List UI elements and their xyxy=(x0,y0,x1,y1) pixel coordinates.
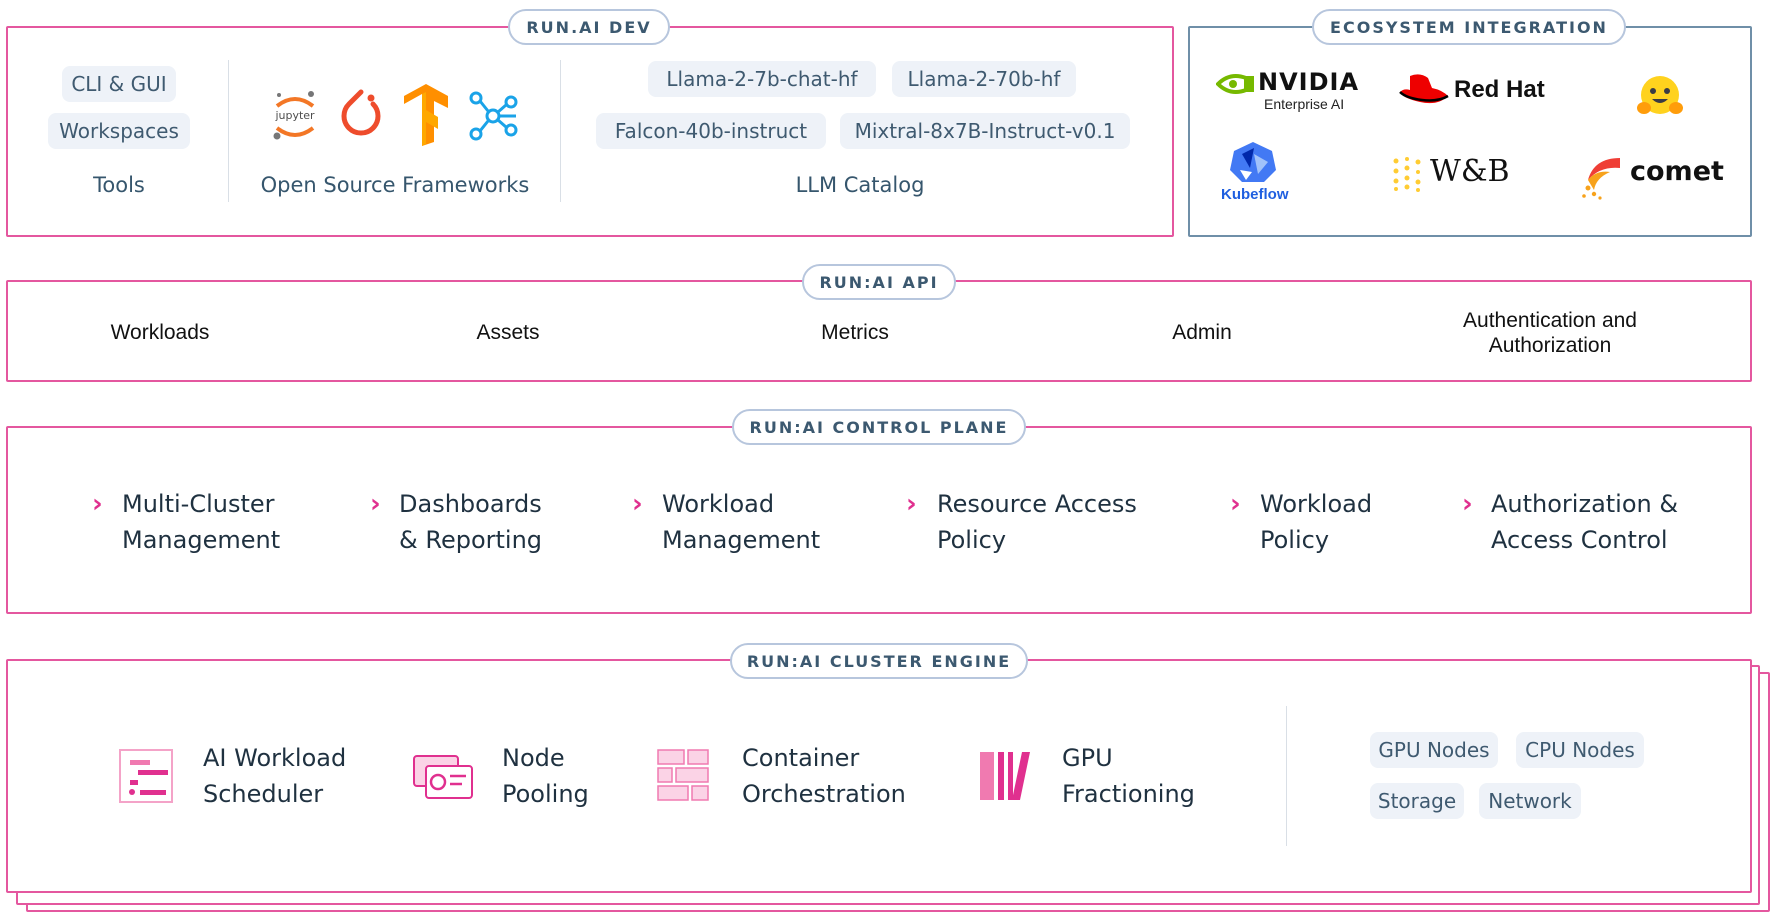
engine-item-line2: Scheduler xyxy=(203,780,324,808)
llm-chip-falcon: Falcon-40b-instruct xyxy=(596,113,826,149)
resource-chip-gpu-nodes: GPU Nodes xyxy=(1370,732,1498,768)
cp-item-line1: Workload xyxy=(1260,490,1373,518)
ecosystem-tag: ECOSYSTEM INTEGRATION xyxy=(1312,9,1626,45)
cp-item-line2: & Reporting xyxy=(399,526,543,554)
cluster-engine-tag: RUN:AI CLUSTER ENGINE xyxy=(730,643,1028,679)
cp-item-line1: Workload xyxy=(662,490,775,518)
llm-caption: LLM Catalog xyxy=(795,173,925,197)
cp-item-resource-access: Resource Access Policy xyxy=(937,486,1137,558)
tools-chip-workspaces: Workspaces xyxy=(48,113,190,149)
cp-item-line1: Resource Access xyxy=(937,490,1137,518)
jupyter-icon: jupyter xyxy=(273,91,315,140)
engine-item-line1: Container xyxy=(742,744,860,772)
comet-logo: comet xyxy=(1580,152,1730,202)
ecosystem-panel xyxy=(1188,26,1752,237)
nvidia-wordmark: NVIDIA xyxy=(1258,68,1360,96)
resource-chip-storage: Storage xyxy=(1370,783,1464,819)
tensorflow-icon xyxy=(404,84,448,146)
engine-item-line2: Orchestration xyxy=(742,780,906,808)
redhat-logo: Red Hat xyxy=(1398,72,1558,112)
scheduler-icon xyxy=(119,749,173,803)
cp-item-line2: Policy xyxy=(1260,526,1330,554)
nvidia-subtitle: Enterprise AI xyxy=(1264,96,1345,112)
container-icon xyxy=(657,749,709,801)
control-plane-tag: RUN:AI CONTROL PLANE xyxy=(732,409,1026,445)
cp-item-line2: Access Control xyxy=(1491,526,1668,554)
engine-item-node-pooling: Node Pooling xyxy=(502,740,589,812)
cp-item-line1: Dashboards xyxy=(399,490,542,518)
cp-item-line2: Policy xyxy=(937,526,1007,554)
cp-item-line1: Authorization & xyxy=(1491,490,1679,518)
cp-item-authorization: Authorization & Access Control xyxy=(1491,486,1678,558)
engine-item-scheduler: AI Workload Scheduler xyxy=(203,740,346,812)
divider xyxy=(228,60,229,202)
jupyter-label: jupyter xyxy=(274,109,315,122)
tools-chip-cli: CLI & GUI xyxy=(62,66,176,102)
hugging-face-icon xyxy=(1637,76,1683,114)
cp-item-multi-cluster: Multi-Cluster Management xyxy=(122,486,280,558)
api-item-admin: Admin xyxy=(1172,321,1232,344)
engine-item-line1: Node xyxy=(502,744,565,772)
redhat-wordmark: Red Hat xyxy=(1454,76,1545,103)
wandb-dots-icon xyxy=(1393,157,1421,192)
cp-item-dashboards: Dashboards & Reporting xyxy=(399,486,542,558)
api-item-authentication: Authentication and Authorization xyxy=(1463,309,1637,357)
engine-item-line2: Pooling xyxy=(502,780,589,808)
api-item-workloads: Workloads xyxy=(110,321,210,344)
engine-item-container: Container Orchestration xyxy=(742,740,906,812)
api-item-assets: Assets xyxy=(476,321,540,344)
chevron-right-icon: › xyxy=(632,489,643,519)
engine-item-line1: AI Workload xyxy=(203,744,347,772)
kubeflow-pipelines-icon xyxy=(469,91,518,141)
engine-item-gpu-fractioning: GPU Fractioning xyxy=(1062,740,1195,812)
node-pool-icon xyxy=(413,755,473,799)
engine-item-line2: Fractioning xyxy=(1062,780,1195,808)
resource-chip-cpu-nodes: CPU Nodes xyxy=(1516,732,1644,768)
resource-chip-network: Network xyxy=(1479,783,1581,819)
chevron-right-icon: › xyxy=(906,489,917,519)
comet-icon xyxy=(1582,158,1620,200)
redhat-hat-icon xyxy=(1399,74,1449,104)
chevron-right-icon: › xyxy=(1230,489,1241,519)
tools-caption: Tools xyxy=(93,173,145,197)
gpu-fraction-icon xyxy=(980,752,1030,800)
llm-chip-llama70b: Llama-2-70b-hf xyxy=(892,61,1076,97)
divider xyxy=(560,60,561,202)
wandb-logo: W&B xyxy=(1392,154,1532,194)
api-item-metrics: Metrics xyxy=(821,321,889,344)
cp-item-line1: Multi-Cluster xyxy=(122,490,275,518)
frameworks-icons: jupyter xyxy=(270,84,520,146)
divider xyxy=(1286,706,1287,846)
llm-chip-mixtral: Mixtral-8x7B-Instruct-v0.1 xyxy=(840,113,1130,149)
api-tag: RUN:AI API xyxy=(802,264,956,300)
cp-item-workload-policy: Workload Policy xyxy=(1260,486,1372,558)
llm-chip-llama7b: Llama-2-7b-chat-hf xyxy=(648,61,876,97)
comet-wordmark: comet xyxy=(1630,156,1724,187)
dev-tag: RUN.AI DEV xyxy=(508,9,670,45)
cp-item-workload-management: Workload Management xyxy=(662,486,820,558)
frameworks-caption: Open Source Frameworks xyxy=(260,173,530,197)
wandb-wordmark: W&B xyxy=(1430,154,1510,189)
pytorch-icon xyxy=(341,89,381,136)
kubeflow-wordmark: Kubeflow xyxy=(1221,186,1289,203)
cluster-engine-panel xyxy=(6,659,1752,893)
cp-item-line2: Management xyxy=(122,526,281,554)
nvidia-eye-icon xyxy=(1216,74,1254,94)
control-plane-panel xyxy=(6,426,1752,614)
chevron-right-icon: › xyxy=(92,489,103,519)
kubeflow-logo: Kubeflow xyxy=(1218,140,1298,206)
chevron-right-icon: › xyxy=(370,489,381,519)
engine-item-line1: GPU xyxy=(1062,744,1113,772)
nvidia-logo: NVIDIA Enterprise AI xyxy=(1216,68,1360,114)
cp-item-line2: Management xyxy=(662,526,821,554)
chevron-right-icon: › xyxy=(1462,489,1473,519)
kubeflow-icon xyxy=(1230,142,1276,182)
